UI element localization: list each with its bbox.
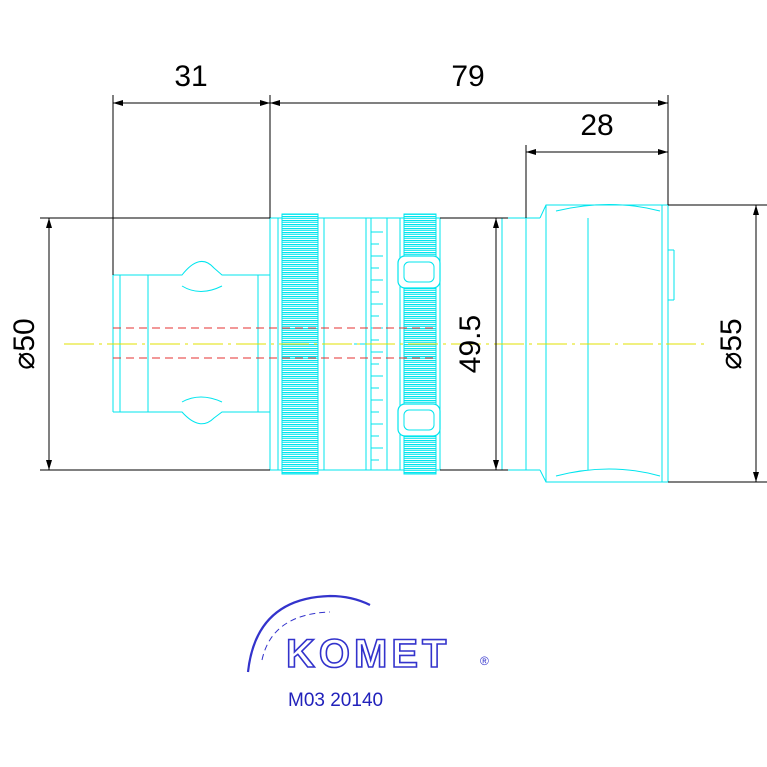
left-coupling-body — [112, 260, 270, 425]
dim-label-d50: ⌀50 — [8, 318, 41, 369]
dim-label-28: 28 — [580, 109, 613, 142]
dim-label-49-5: 49.5 — [454, 315, 487, 373]
logo-arc-dashed — [261, 611, 331, 661]
right-sleeve — [525, 204, 675, 483]
logo-registered-mark: ® — [480, 654, 489, 668]
part-outline — [64, 204, 706, 483]
logo-arc — [246, 594, 371, 673]
scale-ticks — [371, 231, 383, 461]
dimensions: 31 79 28 ⌀50 49.5 ⌀55 — [8, 60, 767, 483]
dim-label-79: 79 — [451, 60, 484, 93]
part-number: M03 20140 — [288, 690, 383, 711]
dim-label-d55: ⌀55 — [715, 318, 748, 369]
logo-wordmark: KOMET — [286, 632, 450, 676]
dim-label-31: 31 — [174, 60, 207, 93]
clamp-buttons — [397, 255, 441, 437]
komet-logo: KOMET ® M03 20140 — [246, 594, 489, 711]
